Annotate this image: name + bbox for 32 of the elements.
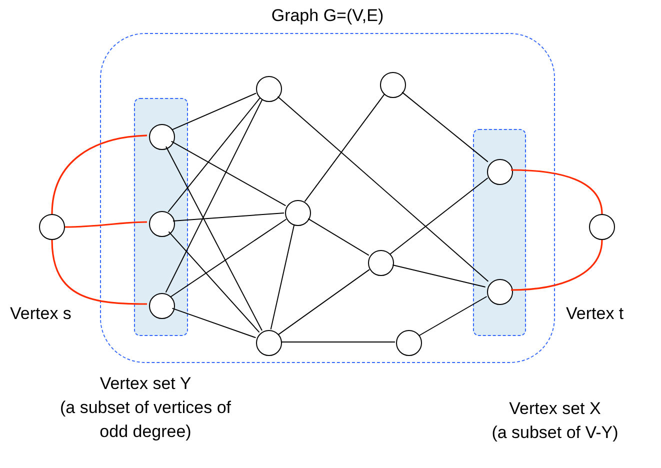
vertex-label: Vertex set X — [508, 398, 602, 420]
edge-line — [277, 96, 489, 282]
edge-line — [51, 134, 148, 214]
vertex-set-box — [473, 129, 526, 336]
edge-line — [418, 296, 488, 336]
vertex-label: Vertex t — [566, 303, 625, 325]
edge-line — [170, 140, 286, 206]
edge-line — [304, 94, 385, 202]
edge-line — [172, 212, 285, 222]
edge-line — [270, 224, 295, 330]
edge-line — [65, 221, 148, 228]
edge-line — [510, 240, 603, 291]
vertex-label: (a subset of vertices of odd degree) — [58, 397, 232, 443]
vertex-label: Vertex set Y — [98, 373, 192, 395]
edge-line — [51, 240, 147, 305]
vertex-set-box — [134, 98, 188, 336]
edge-line — [166, 146, 262, 331]
edge-line — [308, 218, 370, 256]
edge-line — [278, 269, 370, 335]
edge-line — [168, 98, 260, 212]
graph-title: Graph G=(V,E) — [270, 5, 385, 27]
edge-line — [390, 178, 488, 254]
edge-line — [168, 231, 260, 333]
edge-line — [172, 308, 256, 338]
edge-line — [392, 264, 486, 288]
edge-line — [402, 92, 488, 162]
edge-line — [510, 169, 603, 214]
vertex-label: Vertex s — [10, 303, 72, 325]
edge-line — [165, 99, 263, 293]
vertex-label: (a subset of V-Y) — [490, 422, 620, 444]
edge-line — [170, 218, 287, 298]
edge-line — [171, 92, 257, 130]
